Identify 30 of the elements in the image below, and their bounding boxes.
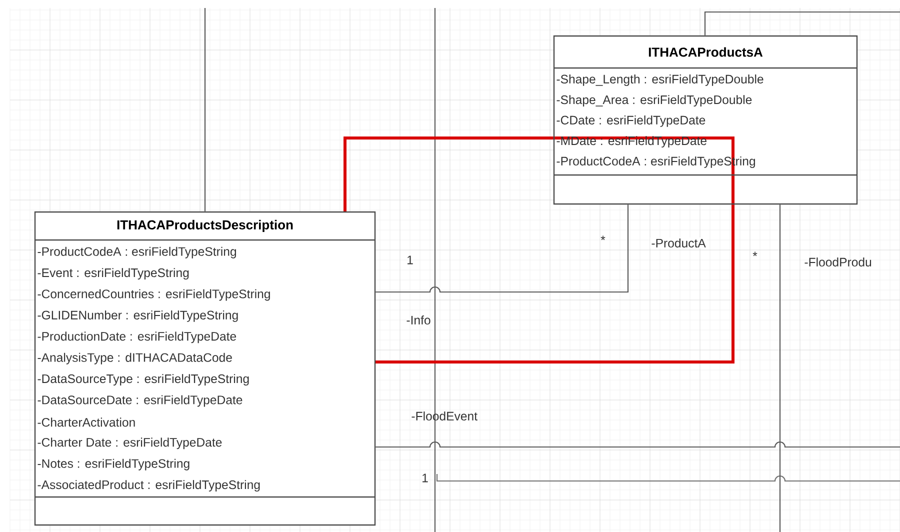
connector-line [704,11,900,36]
attribute-text: -AnalysisType : dITHACADataCode [38,352,232,364]
connector-line [376,204,629,293]
multiplicity-label: 1 [408,256,413,264]
attribute-text: -ProductCodeA : esriFieldTypeString [38,246,236,258]
attribute-text: -Charter Date : esriFieldTypeDate [38,438,222,450]
connector-line [376,441,900,448]
connector-line [204,8,206,212]
multiplicity-label: -FloodProdu [804,257,872,267]
multiplicity-label: 1 [422,474,428,482]
connector-line [779,204,781,532]
class-name: ITHACAProductsDescription [117,220,293,232]
attribute-text: -CharterActivation [38,418,135,427]
multiplicity-label: -Info [406,316,430,324]
attribute-text: -Notes : esriFieldTypeString [38,458,190,470]
multiplicity-label: * [600,236,606,240]
attribute-text: -ConcernedCountries : esriFieldTypeString [38,289,270,301]
attribute-text: -ProductionDate : esriFieldTypeDate [38,332,236,344]
attribute-text: -Shape_Area : esriFieldTypeDouble [556,95,752,107]
attribute-text: -DataSourceDate : esriFieldTypeDate [38,395,242,407]
attribute-text: -GLIDENumber : esriFieldTypeString [38,310,238,322]
multiplicity-label: * [752,252,758,256]
attribute-text: -Event : esriFieldTypeString [38,268,189,280]
attribute-text: -AssociatedProduct : esriFieldTypeString [38,480,260,492]
class-box [34,211,376,526]
attribute-text: -DataSourceType : esriFieldTypeString [38,374,249,386]
class-name: ITHACAProductsA [648,47,763,57]
attribute-text: -CDate : esriFieldTypeDate [556,115,706,127]
edge-label: -ProductA [652,238,706,248]
attribute-text: -Shape_Length : esriFieldTypeDouble [556,74,764,86]
